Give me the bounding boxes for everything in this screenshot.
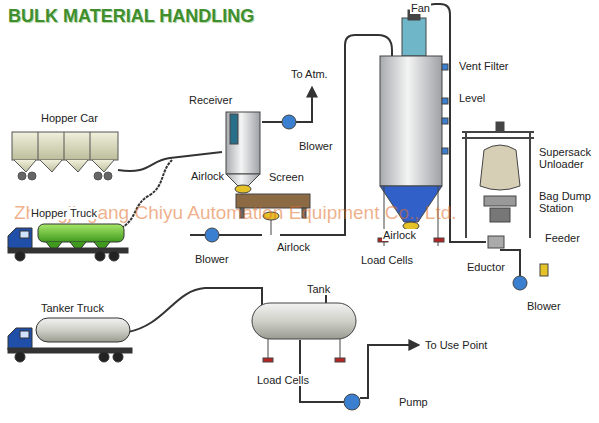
equipment-label: Airlock <box>190 170 225 182</box>
equipment-label: Supersack Unloader <box>538 146 596 170</box>
equipment-label: Tanker Truck <box>40 302 105 314</box>
equipment-label: To Use Point <box>424 339 488 351</box>
equipment-label: Screen <box>268 171 305 183</box>
equipment-label: Hopper Truck <box>30 207 98 219</box>
equipment-label: Airlock <box>382 229 417 241</box>
equipment-label: Airlock <box>276 241 311 253</box>
equipment-label: Blower <box>194 253 230 265</box>
diagram-title: BULK MATERIAL HANDLING <box>8 6 254 27</box>
equipment-label: Eductor <box>466 261 506 273</box>
equipment-label: Pump <box>398 396 429 408</box>
equipment-label: Level <box>458 92 486 104</box>
equipment-label: Feeder <box>544 232 581 244</box>
equipment-label: To Atm. <box>290 68 329 80</box>
equipment-label: Load Cells <box>360 254 414 266</box>
equipment-label: Blower <box>526 300 562 312</box>
equipment-label: Blower <box>298 140 334 152</box>
equipment-label: Receiver <box>188 94 233 106</box>
equipment-label: Tank <box>306 283 331 295</box>
equipment-label: Bag Dump Station <box>538 190 596 214</box>
equipment-label: Hopper Car <box>40 112 99 124</box>
equipment-label: Vent Filter <box>458 60 510 72</box>
equipment-label: Fan <box>410 2 431 14</box>
equipment-label: Load Cells <box>256 374 310 386</box>
